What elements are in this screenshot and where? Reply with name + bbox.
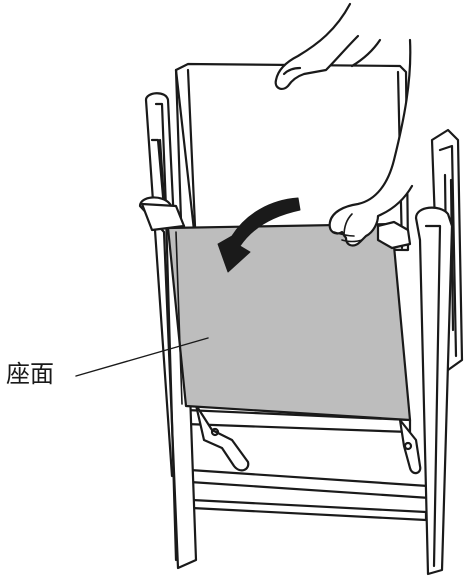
left-armrest-cap (142, 204, 184, 230)
seat-panel (168, 224, 410, 420)
lower-crossbars (186, 410, 430, 520)
seat-callout-label: 座面 (6, 360, 54, 388)
